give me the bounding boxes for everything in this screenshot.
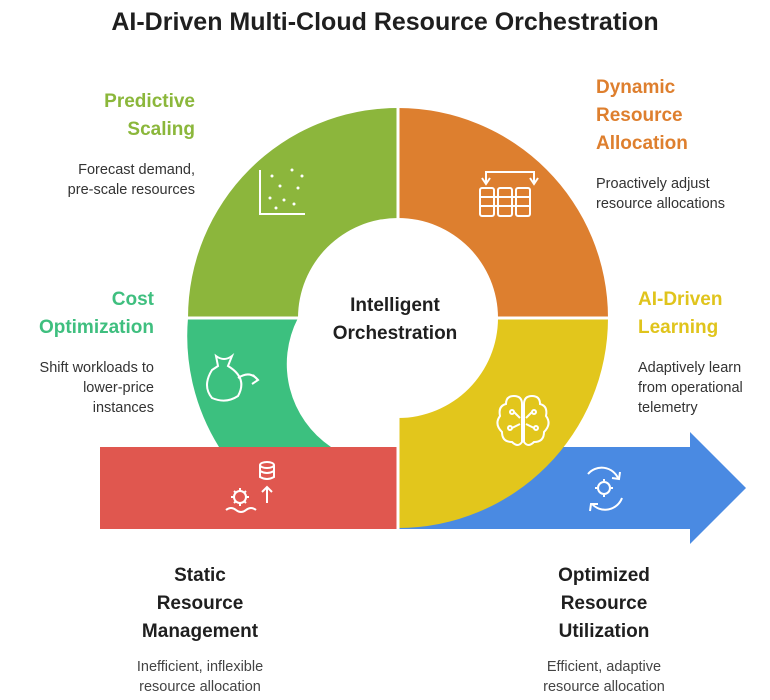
cost-optimization-desc: Shift workloads to lower-price instances bbox=[39, 360, 154, 416]
money-bag-icon bbox=[206, 353, 260, 402]
segment-ai-learning bbox=[398, 318, 608, 528]
predictive-scaling-desc: Forecast demand, pre-scale resources bbox=[67, 162, 195, 198]
ai-learning-title: AI-Driven Learning bbox=[638, 289, 723, 338]
predictive-scaling-title: Predictive Scaling bbox=[104, 91, 195, 140]
brain-icon bbox=[496, 394, 550, 446]
dynamic-allocation-title: Dynamic Resource Allocation bbox=[596, 77, 688, 154]
diagram-title: AI-Driven Multi-Cloud Resource Orchestra… bbox=[111, 8, 659, 36]
dynamic-allocation-desc: Proactively adjust resource allocations bbox=[596, 176, 725, 212]
grid-adjust-icon bbox=[479, 171, 539, 217]
database-gear-icon bbox=[225, 461, 275, 513]
segment-dynamic-allocation bbox=[398, 108, 608, 318]
segment-cost-optimization bbox=[187, 318, 331, 447]
optimized-utilization-title: Optimized Resource Utilization bbox=[558, 565, 650, 642]
refresh-gear-icon bbox=[587, 466, 623, 512]
center-label: Intelligent Orchestration bbox=[332, 295, 458, 344]
optimized-utilization-desc: Efficient, adaptive resource allocation bbox=[543, 659, 665, 695]
static-management-desc: Inefficient, inflexible resource allocat… bbox=[136, 659, 264, 695]
ai-learning-desc: Adaptively learn from operational teleme… bbox=[638, 360, 743, 416]
static-management-title: Static Resource Management bbox=[141, 565, 259, 642]
static-management-bar bbox=[100, 447, 398, 529]
scatter-plot-icon bbox=[259, 168, 305, 215]
cost-optimization-title: Cost Optimization bbox=[38, 289, 154, 338]
